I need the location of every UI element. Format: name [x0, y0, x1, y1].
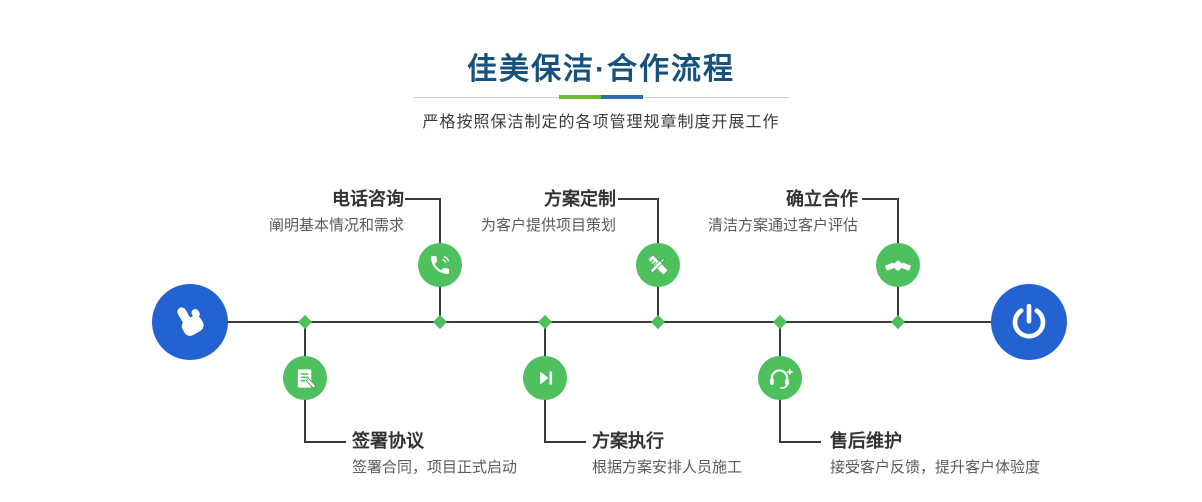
- step-circle-phone: [418, 243, 462, 287]
- divider-green-segment: [559, 95, 601, 99]
- timeline-node-diamond: [890, 314, 906, 330]
- timeline-start-node: [152, 284, 228, 360]
- play-next-icon: [540, 371, 553, 385]
- step-label: 方案执行: [592, 431, 664, 451]
- step-circle-service: [758, 356, 802, 400]
- handshake-icon: [885, 260, 911, 271]
- step-desc: 阐明基本情况和需求: [268, 217, 404, 234]
- contract-icon: [297, 368, 316, 388]
- step-label: 方案定制: [544, 189, 616, 209]
- timeline-node-diamond: [650, 314, 666, 330]
- timeline-end-node: [991, 284, 1067, 360]
- timeline-node-diamond: [537, 314, 553, 330]
- connector-line: [304, 441, 346, 443]
- step-aftersale: 售后维护 接受客户反馈，提升客户体验度: [830, 430, 1080, 478]
- step-desc: 为客户提供项目策划: [480, 217, 616, 234]
- timeline-line: [190, 321, 1028, 323]
- step-label: 签署协议: [352, 431, 424, 451]
- divider-blue-segment: [601, 95, 643, 99]
- step-desc: 清洁方案通过客户评估: [707, 217, 858, 234]
- step-desc: 根据方案安排人员施工: [592, 459, 743, 476]
- power-icon: [1012, 303, 1046, 339]
- page-subtitle: 严格按照保洁制定的各项管理规章制度开展工作: [422, 114, 780, 131]
- connector-line: [779, 441, 821, 443]
- step-circle-design: [636, 243, 680, 287]
- connector-line: [618, 198, 659, 200]
- step-label: 确立合作: [786, 189, 858, 209]
- step-desc: 接受客户反馈，提升客户体验度: [830, 459, 1041, 476]
- step-label: 电话咨询: [332, 189, 404, 209]
- step-agreement: 签署协议 签署合同，项目正式启动: [352, 430, 592, 478]
- phone-icon: [431, 256, 450, 274]
- customer-service-icon: [770, 368, 793, 389]
- step-desc: 签署合同，项目正式启动: [352, 459, 518, 476]
- step-label: 售后维护: [830, 431, 902, 451]
- step-cooperation: 确立合作 清洁方案通过客户评估: [658, 188, 858, 236]
- step-execution: 方案执行 根据方案安排人员施工: [592, 430, 832, 478]
- step-phone: 电话咨询 阐明基本情况和需求: [200, 188, 404, 236]
- title-divider: [413, 95, 789, 99]
- step-circle-contract: [283, 356, 327, 400]
- hand-pointer-icon: [177, 307, 204, 336]
- connector-line: [544, 441, 586, 443]
- design-tools-icon: [648, 255, 668, 275]
- step-design: 方案定制 为客户提供项目策划: [414, 188, 616, 236]
- page-title: 佳美保洁·合作流程: [467, 53, 735, 86]
- timeline-node-diamond: [297, 314, 313, 330]
- connector-line: [405, 198, 441, 200]
- connector-line: [862, 198, 899, 200]
- timeline-node-diamond: [432, 314, 448, 330]
- step-circle-execute: [523, 356, 567, 400]
- step-circle-handshake: [876, 243, 920, 287]
- timeline-node-diamond: [772, 314, 788, 330]
